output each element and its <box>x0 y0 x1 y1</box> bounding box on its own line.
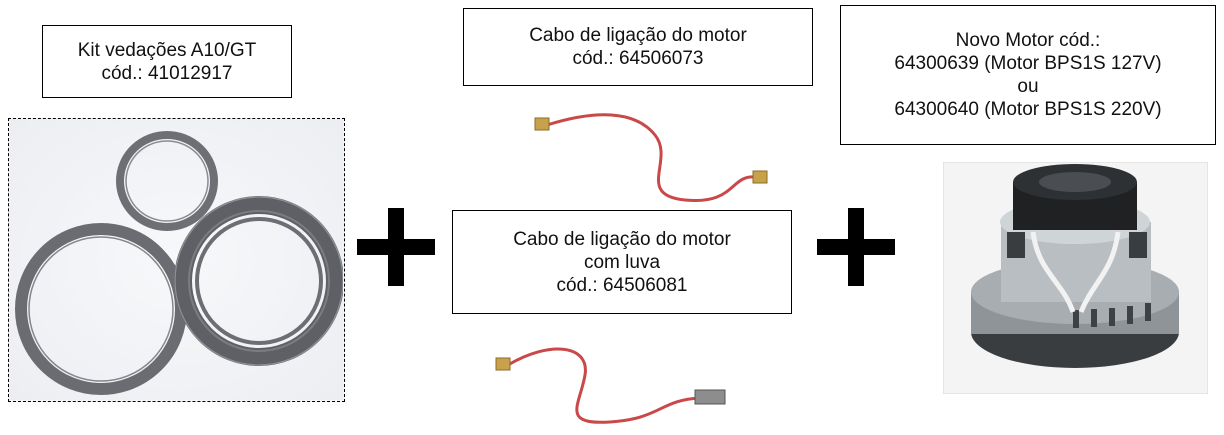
kit-code: cód.: 41012917 <box>101 62 233 84</box>
motor-image <box>942 161 1209 395</box>
cable-sleeve-label-box: Cabo de ligação do motor com luva cód.: … <box>452 210 792 314</box>
kit-label-box: Kit vedações A10/GT cód.: 41012917 <box>42 25 292 98</box>
cable-code: cód.: 64506073 <box>572 48 704 69</box>
plus-icon <box>817 208 895 286</box>
cable-label-box: Cabo de ligação do motor cód.: 64506073 <box>463 8 813 86</box>
plus-icon <box>357 208 435 286</box>
cable-sleeve-name: Cabo de ligação do motor <box>513 228 731 250</box>
cable-name: Cabo de ligação do motor <box>529 25 747 46</box>
seal-rings-icon <box>9 119 344 400</box>
motor-cable-sleeve-image <box>495 347 726 424</box>
motor-cable-image <box>534 113 768 203</box>
motor-code-220v: 64300640 (Motor BPS1S 220V) <box>894 99 1162 120</box>
motor-code-127v: 64300639 (Motor BPS1S 127V) <box>894 53 1162 74</box>
motor-label-box: Novo Motor cód.: 64300639 (Motor BPS1S 1… <box>840 5 1216 145</box>
motor-title: Novo Motor cód.: <box>955 30 1101 51</box>
cable-sleeve-detail: com luva <box>583 251 661 273</box>
seal-kit-image <box>8 118 345 402</box>
vacuum-motor-icon <box>942 161 1209 395</box>
motor-or: ou <box>1017 76 1039 97</box>
cable-sleeve-code: cód.: 64506081 <box>556 274 688 296</box>
kit-name: Kit vedações A10/GT <box>77 39 257 61</box>
